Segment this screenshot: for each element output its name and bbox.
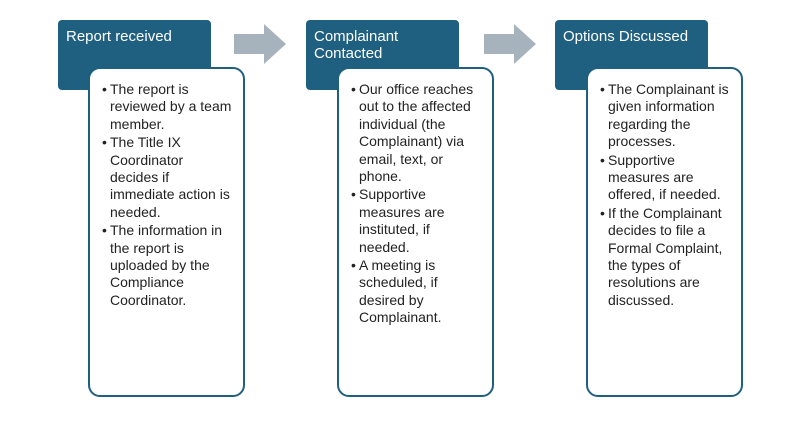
step-2-card: Our office reaches out to the affected i… — [337, 67, 494, 397]
step-3-bullet: If the Complainant decides to file a For… — [600, 205, 731, 309]
step-2-title: Complainant Contacted — [314, 28, 399, 62]
step-1-card: The report is reviewed by a team member.… — [88, 67, 245, 397]
step-1-bullet: The Title IX Coordinator decides if imme… — [102, 134, 233, 221]
step-3-bullet: Supportive measures are offered, if need… — [600, 152, 731, 204]
step-3-title: Options Discussed — [563, 28, 689, 45]
step-2-bullets: Our office reaches out to the affected i… — [351, 81, 482, 327]
step-3-card: The Complainant is given information reg… — [586, 67, 743, 397]
step-2-bullet: Our office reaches out to the affected i… — [351, 81, 482, 185]
step-3-bullet: The Complainant is given information reg… — [600, 81, 731, 151]
step-2-bullet: Supportive measures are instituted, if n… — [351, 186, 482, 256]
arrow-right-icon — [234, 24, 286, 64]
step-1-bullets: The report is reviewed by a team member.… — [102, 81, 233, 309]
arrow-right-icon — [484, 24, 536, 64]
step-2-bullet: A meeting is scheduled, if desired by Co… — [351, 257, 482, 327]
step-1-title: Report received — [66, 28, 172, 45]
step-1-bullet: The information in the report is uploade… — [102, 222, 233, 309]
step-3-bullets: The Complainant is given information reg… — [600, 81, 731, 309]
step-1-bullet: The report is reviewed by a team member. — [102, 81, 233, 133]
